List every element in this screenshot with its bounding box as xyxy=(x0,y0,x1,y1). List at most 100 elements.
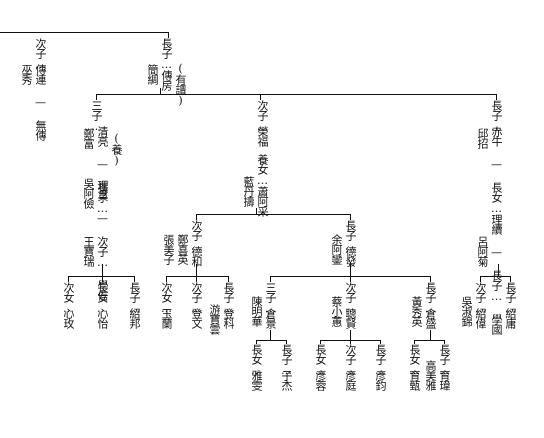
connector-line xyxy=(414,340,415,344)
node-cangsheng-name: 倉盛 xyxy=(424,308,437,328)
leaf-rel: 長子… xyxy=(222,282,235,314)
connector-line xyxy=(286,340,287,344)
connector-line xyxy=(102,276,103,282)
node-cizi-top-spouse: 巫秀 xyxy=(20,64,33,84)
leaf-rel: 次女… xyxy=(62,282,75,314)
node-zhangzi-top-spouse: 簡綢 xyxy=(146,64,159,84)
node-cong-name: 聰賢 xyxy=(344,308,357,328)
connector-line xyxy=(96,94,496,95)
connector-line xyxy=(160,88,161,94)
connector-line xyxy=(510,276,511,282)
node-cong-rel: 次子… xyxy=(344,282,357,314)
connector-line xyxy=(228,276,229,282)
node-cizi-mid-spouse: 藍丹擣 xyxy=(242,176,255,206)
node-cangsheng-rel: 長子… xyxy=(424,282,437,314)
node-cizi-top-rel: 次子… xyxy=(34,38,47,70)
connector-line xyxy=(166,276,228,277)
node-zhangzi-right-name: 赤牛 — 長女…理續 — 長子… 學國 xyxy=(490,126,503,334)
leaf-name: 登文 xyxy=(190,308,203,328)
node-cizi-mid-name: 榮福 xyxy=(256,126,269,146)
node-cizi-top-name: 傳連 — 無傳 xyxy=(34,64,47,140)
node-sanzi-note: (養) xyxy=(110,132,123,166)
leaf-name: 彥鈞 xyxy=(374,370,387,390)
leaf-rel: 長子… xyxy=(374,344,387,376)
node-cong-spouse: 蔡小蕙 xyxy=(330,296,343,326)
node-sanzi-name: 清亮 — 長子… xyxy=(96,126,109,214)
node-desheng-spouse: 余阿鑾 xyxy=(330,234,343,264)
leaf-rel: 長女… xyxy=(96,282,109,314)
node-sanzi-spouse3: 王寶瑞 xyxy=(82,236,95,266)
leaf-name: 彥庭 xyxy=(344,370,357,390)
leaf-rel: 長女… xyxy=(314,344,327,376)
connector-line xyxy=(196,276,197,282)
leaf-rel: 次女… xyxy=(160,282,173,314)
node-shaowei-spouse: 吳淑錦 xyxy=(460,296,473,326)
leaf-name: 彥蓉 xyxy=(314,370,327,390)
connector-line xyxy=(96,94,97,100)
leaf-name: 玉蘭 xyxy=(160,308,173,328)
connector-line xyxy=(196,214,350,215)
connector-line xyxy=(430,276,431,282)
node-zhangzi-right-spouse2: 呂阿菊 xyxy=(476,236,489,266)
connector-line xyxy=(260,94,261,100)
connector-line xyxy=(350,330,351,340)
node-sanzi-spouse: 鄭富 xyxy=(82,128,95,148)
leaf-spouse: 游寶雲 xyxy=(208,304,221,334)
node-desheng-rel: 長子… xyxy=(344,220,357,252)
node-cizi-mid-rel: 次子… xyxy=(256,100,269,132)
leaf-name: 心玫 xyxy=(62,308,75,328)
node-zhangzi-top-note: (有譜) xyxy=(174,62,187,106)
leaf-name: 子杰 xyxy=(280,370,293,390)
connector-line xyxy=(350,276,351,282)
node-zhangzi-right-rel: 長子… xyxy=(490,100,503,132)
connector-line xyxy=(480,276,481,282)
connector-line xyxy=(256,340,286,341)
node-dehe-spouse2: 張美子 xyxy=(162,234,175,264)
node-sanzi-rel: 三子… xyxy=(90,100,103,132)
node-cang-rel: 三子… xyxy=(264,282,277,314)
leaf-rel: 長女… xyxy=(250,344,263,376)
connector-line xyxy=(256,208,257,214)
connector-line xyxy=(270,330,271,340)
node-cang-spouse: 陳明華 xyxy=(250,296,263,326)
connector-line xyxy=(480,276,510,277)
connector-line xyxy=(256,340,257,344)
connector-line xyxy=(498,264,499,276)
connector-line xyxy=(496,94,497,100)
leaf-name: 育甄 xyxy=(408,370,421,390)
connector-line xyxy=(68,276,134,277)
leaf-rel: 次子… xyxy=(190,282,203,314)
connector-line xyxy=(134,276,135,282)
node-shaoyong-name: 紹庸 xyxy=(504,308,517,328)
node-dehe-rel: 次子… xyxy=(190,220,203,252)
connector-line xyxy=(430,330,431,340)
connector-line xyxy=(444,340,445,344)
node-cang-name: 倉景 xyxy=(264,308,277,328)
connector-line xyxy=(380,340,381,344)
leaf-rel: 長子… xyxy=(128,282,141,314)
connector-line xyxy=(168,32,169,38)
node-shaoyong-rel: 長子… xyxy=(504,282,517,314)
node-sanzi-spouse2: 吳阿儉 xyxy=(82,178,95,208)
leaf-spouse: 高美雅 xyxy=(424,360,437,390)
connector-line xyxy=(414,340,444,341)
leaf-rel: 次子… xyxy=(344,344,357,376)
connector-line xyxy=(350,340,351,344)
node-dehe-spouse: 鄭喜英 xyxy=(176,234,189,264)
connector-line xyxy=(102,264,103,276)
connector-line xyxy=(68,276,69,282)
connector-line xyxy=(320,340,321,344)
node-shaowei-rel: 次子… xyxy=(474,282,487,314)
leaf-name: 雅雯 xyxy=(250,370,263,390)
leaf-name: 育瑋 xyxy=(438,370,451,390)
node-cangsheng-spouse: 黃秀英 xyxy=(410,296,423,326)
node-cizi-mid-extra: 養女…蕭阿采 xyxy=(256,154,269,216)
node-zhangzi-top-rel: 長子…傳房 xyxy=(160,38,173,90)
leaf-name: 登科 xyxy=(222,308,235,328)
connector-line xyxy=(196,264,197,276)
node-zhangzi-right-spouse: 邱招 xyxy=(476,128,489,148)
node-sanzi-child: 理貫 — 次子… 學信 xyxy=(96,180,109,300)
connector-line xyxy=(350,214,351,220)
leaf-name: 紹邦 xyxy=(128,308,141,328)
